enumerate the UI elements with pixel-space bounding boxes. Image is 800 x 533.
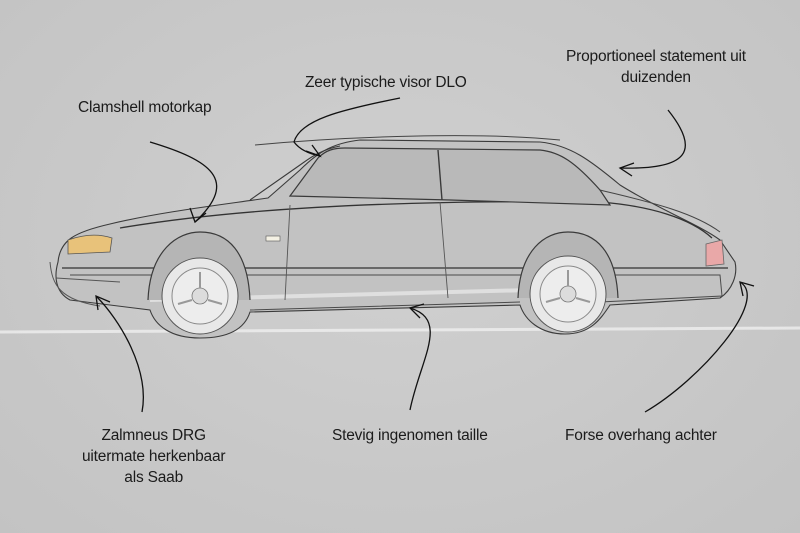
annotation-zalmneus-line-1: Zalmneus DRG bbox=[101, 427, 206, 444]
arrow-zalmneus-head bbox=[95, 294, 111, 311]
annotation-statement-line-2: duizenden bbox=[621, 69, 691, 86]
front-wheel bbox=[147, 231, 251, 335]
arrow-clamshell-head bbox=[189, 207, 207, 224]
annotation-visor: Zeer typische visor DLO bbox=[305, 72, 467, 93]
arrow-clamshell bbox=[149, 141, 218, 223]
arrow-statement bbox=[619, 109, 686, 169]
arrow-overhang-head bbox=[739, 281, 755, 297]
ground-highlight bbox=[0, 326, 800, 334]
annotation-zalmneus-line-2: uitermate herkenbaar bbox=[82, 448, 226, 465]
annotation-arrows bbox=[95, 97, 755, 413]
annotation-taille-line-1: Stevig ingenomen taille bbox=[332, 427, 488, 444]
annotation-taille: Stevig ingenomen taille bbox=[332, 425, 488, 446]
door-line bbox=[284, 201, 449, 301]
arrow-visor-head bbox=[305, 144, 322, 158]
arrow-zalmneus bbox=[95, 295, 144, 413]
window-dlo bbox=[288, 147, 612, 206]
annotation-zalmneus-line-3: als Saab bbox=[124, 469, 184, 486]
taillight bbox=[705, 239, 725, 267]
arrow-overhang bbox=[644, 281, 748, 413]
rear-hatch bbox=[599, 189, 721, 233]
headlight bbox=[67, 234, 113, 255]
annotation-visor-line-1: Zeer typische visor DLO bbox=[305, 74, 467, 91]
lower-sill bbox=[70, 274, 723, 311]
rear-wheel bbox=[517, 231, 619, 333]
arrow-visor bbox=[293, 97, 401, 157]
arrow-taille-head bbox=[408, 303, 425, 319]
annotation-statement: Proportioneel statement uit duizenden bbox=[566, 46, 746, 88]
b-pillar bbox=[437, 149, 443, 201]
annotation-zalmneus: Zalmneus DRG uitermate herkenbaar als Sa… bbox=[82, 425, 226, 488]
annotation-overhang: Forse overhang achter bbox=[565, 425, 717, 446]
front-bumper bbox=[49, 261, 121, 307]
arrow-statement-head bbox=[618, 162, 635, 177]
door-handle bbox=[265, 235, 281, 242]
annotation-statement-line-1: Proportioneel statement uit bbox=[566, 48, 746, 65]
arrow-taille bbox=[409, 307, 431, 411]
annotation-clamshell-line-1: Clamshell motorkap bbox=[78, 99, 212, 116]
annotation-overhang-line-1: Forse overhang achter bbox=[565, 427, 717, 444]
windshield bbox=[249, 145, 341, 201]
annotation-clamshell: Clamshell motorkap bbox=[78, 97, 212, 118]
